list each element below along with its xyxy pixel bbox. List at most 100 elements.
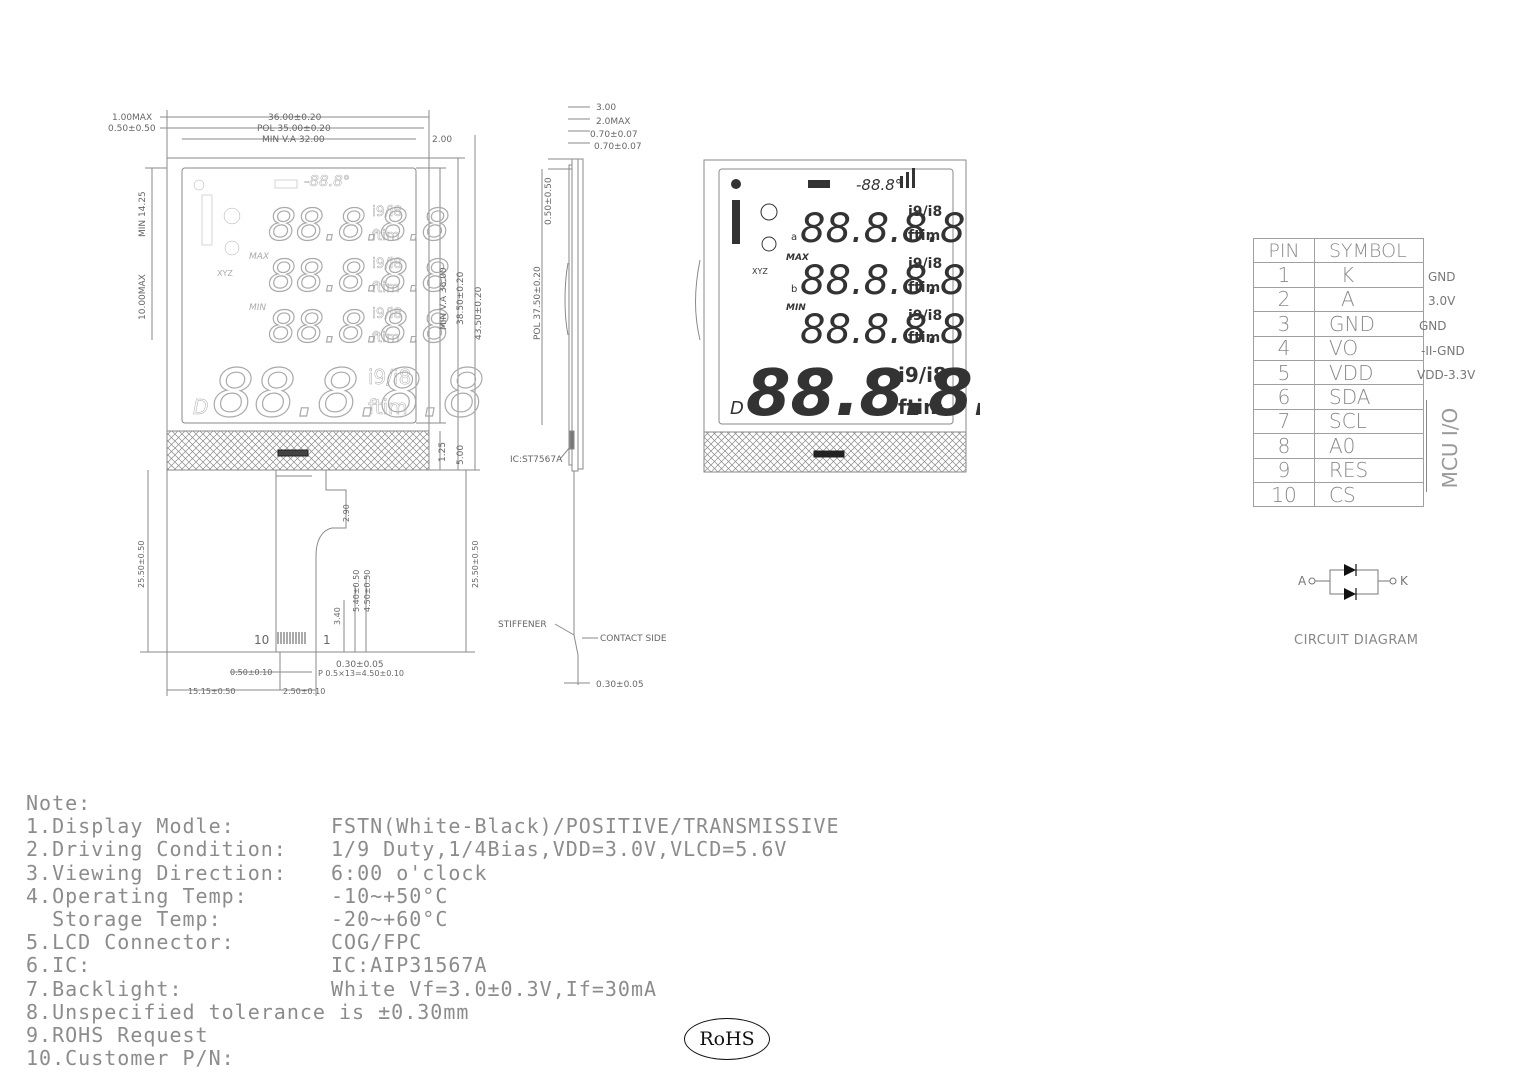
note-item: 8.Unspecified tolerance is ±0.30mm — [26, 999, 840, 1024]
anode-label: A — [1298, 574, 1307, 588]
pin-number: 6 — [1253, 384, 1315, 410]
bluetooth-icon — [223, 207, 241, 225]
dim-t4: 0.70±0.07 — [594, 142, 642, 152]
lcd-temp: -88.8° — [856, 176, 902, 194]
lcd-a-label: a — [791, 232, 797, 243]
pin-note-gnd: GND — [1428, 270, 1456, 284]
pin-symbol: A — [1314, 286, 1424, 313]
unit-2: ftim — [372, 228, 400, 244]
xyz-label: XYZ — [217, 269, 233, 278]
unit-1: i9/i8 — [372, 204, 402, 220]
pin-symbol: CS — [1314, 481, 1424, 508]
lcd-d-label: D — [730, 398, 744, 419]
pin-table-header: PIN SYMBOL — [1253, 237, 1424, 264]
dim-ledge-small: 1.25 — [438, 442, 448, 462]
dim-outline-height: 38.50±0.20 — [456, 271, 466, 325]
lcd-sun-icon — [731, 179, 741, 189]
battery-icon — [274, 179, 298, 189]
note-value: IC:AIP31567A — [331, 953, 488, 978]
note-value: -20~+60°C — [331, 906, 449, 931]
led-2-icon — [1344, 588, 1356, 600]
pin-symbol: SDA — [1314, 384, 1424, 410]
lcd-digits-3: 88.8.8.8 — [800, 307, 965, 353]
unit-3: i9/i8 — [372, 256, 402, 272]
note-key: Storage Temp: — [26, 906, 222, 931]
lcd-unit-6: ftim — [908, 330, 940, 346]
dim-fpc-w1: 2.90 — [342, 504, 351, 522]
dim-t2: 2.0MAX — [596, 117, 630, 127]
note-key: 3.Viewing Direction: — [26, 860, 287, 885]
notes-title: Note: — [26, 791, 92, 815]
mcu-io-label: MCU I/O — [1438, 407, 1462, 489]
lcd-unit-8: ftim — [898, 395, 944, 419]
note-value: FSTN(White-Black)/POSITIVE/TRANSMISSIVE — [331, 814, 840, 839]
note-item: 3.Viewing Direction:6:00 o'clock — [26, 860, 840, 885]
lcd-unit-3: i9/i8 — [908, 256, 942, 272]
lcd-unit-4: ftim — [908, 280, 940, 296]
lcd-digits-1: 88.8.8.8 — [800, 206, 965, 252]
rohs-logo: RoHS — [684, 1018, 770, 1060]
d-label: D — [193, 395, 208, 419]
dim-va-width: MIN V.A 32.00 — [262, 135, 325, 145]
note-value: -10~+50°C — [331, 883, 449, 908]
pin-number: 4 — [1253, 335, 1315, 361]
dim-fpc-w3: 5.40±0.50 — [352, 570, 361, 612]
note-key: 1.Display Modle: — [26, 814, 235, 839]
dim-fpc-w2: 3.40 — [333, 607, 342, 625]
pin-symbol: VDD — [1314, 359, 1424, 386]
pin-symbol: SCL — [1314, 408, 1424, 435]
dim-right-gap: 2.00 — [432, 135, 452, 145]
note-item: 1.Display Modle: FSTN(White-Black)/POSITI… — [26, 814, 840, 839]
note-value: 1/9 Duty,1/4Bias,VDD=3.0V,VLCD=5.6V — [331, 837, 788, 862]
note-key: 8.Unspecified tolerance is ±0.30mm — [26, 999, 470, 1024]
fpc-pin-10: 10 — [254, 633, 269, 647]
digit-row-1: 88.8.8.8 — [268, 200, 450, 251]
note-item: 9.ROHS Request — [26, 1023, 840, 1047]
max-label: MAX — [249, 252, 270, 262]
dim-side-top: 0.50±0.50 — [544, 177, 554, 225]
notes-block: Note: 1.Display Modle: FSTN(White-Black)/… — [26, 791, 840, 1071]
temp-readout: -88.8° — [304, 172, 350, 190]
note-item: 6.IC: IC:AIP31567A — [26, 954, 840, 977]
note-value: White Vf=3.0±0.3V,If=30mA — [331, 976, 658, 1001]
note-key: 2.Driving Condition: — [26, 837, 287, 862]
note-key: 7.Backlight: — [26, 976, 183, 1001]
lcd-b-label: b — [791, 284, 797, 295]
unit-6: ftim — [372, 330, 400, 346]
lcd-digits-2: 88.8.8.8 — [800, 258, 965, 304]
dim-pitch: P 0.5×13=4.50±0.10 — [318, 669, 404, 678]
pin-symbol: VO — [1314, 335, 1424, 361]
lcd-battery-icon — [808, 180, 830, 188]
sun-icon — [193, 179, 205, 191]
dim-total-height: 43.50±0.20 — [474, 286, 484, 340]
note-item: 5.LCD Connector: COG/FPC — [26, 930, 840, 955]
dim-t1: 3.00 — [596, 103, 616, 113]
lcd-xyz-label: XYZ — [752, 267, 768, 276]
digit-row-2: 88.8.8.8 — [268, 251, 450, 302]
pin-note-gnd3: -II-GND — [1421, 344, 1465, 358]
note-key: 5.LCD Connector: — [26, 930, 235, 955]
lcd-digits-4: 88.8.8.8 — [746, 357, 980, 431]
dim-bottom-w: 2.50±0.10 — [283, 687, 325, 696]
lcd-unit-1: i9/i8 — [908, 204, 942, 220]
stiffener-label: STIFFENER — [498, 620, 547, 630]
circuit-caption: CIRCUIT DIAGRAM — [1294, 633, 1419, 648]
note-key: 6.IC: — [26, 953, 92, 978]
pin-number: 5 — [1253, 359, 1315, 386]
dim-t3: 0.70±0.07 — [590, 130, 638, 140]
dim-fpc-left: 25.50±0.50 — [137, 541, 146, 588]
dim-bottom-offset: 15.15±0.50 — [188, 687, 235, 696]
pin-number: 10 — [1253, 481, 1315, 508]
note-item: 7.Backlight: White Vf=3.0±0.3V,If=30mA — [26, 976, 840, 1001]
dim-fpc-w4: 4.50±0.50 — [363, 570, 372, 612]
dim-offset: 0.50±0.50 — [108, 124, 156, 134]
pin-symbol: GND — [1314, 311, 1424, 337]
note-key: 10.Customer P/N: — [26, 1046, 235, 1071]
note-value: COG/FPC — [331, 930, 423, 955]
note-item: 2.Driving Condition: 1/9 Duty,1/4Bias,VDD… — [26, 838, 840, 861]
